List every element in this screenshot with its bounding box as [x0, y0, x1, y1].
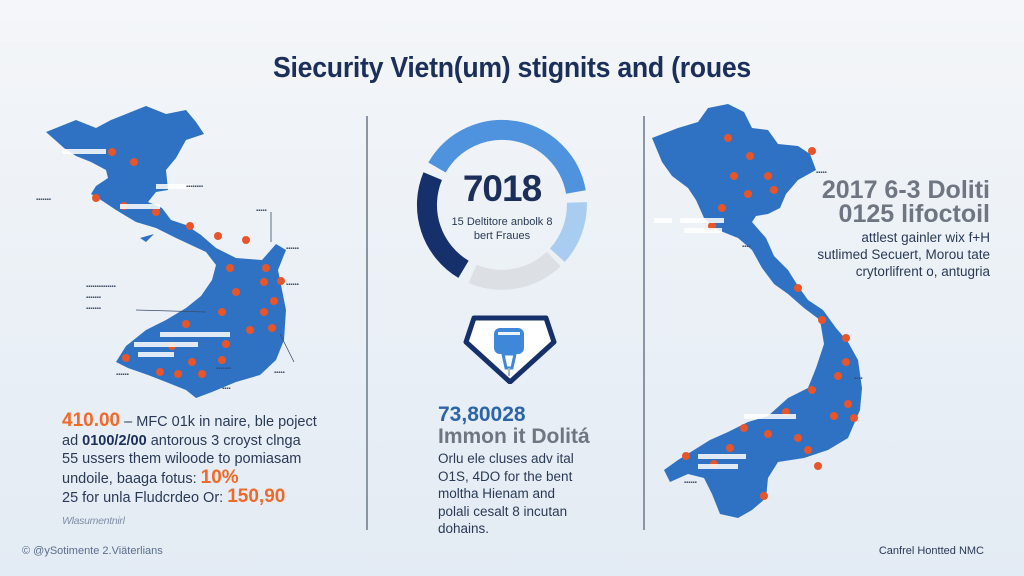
vietnam-map-left: ▪▪▪▪▪▪▪▪▪▪▪▪▪▪▪ ▪▪▪▪▪▪▪▪▪▪▪ ▪▪▪▪▪▪▪▪▪▪▪▪… [36, 100, 356, 400]
right-heading-2: 0125 lifoctoil [838, 200, 990, 228]
svg-text:▪▪▪▪▪▪▪: ▪▪▪▪▪▪▪ [216, 366, 231, 372]
svg-text:▪▪▪▪▪▪▪▪: ▪▪▪▪▪▪▪▪ [186, 184, 203, 190]
svg-text:▪▪▪▪▪▪: ▪▪▪▪▪▪ [286, 246, 299, 252]
svg-text:▪▪▪▪▪▪▪▪▪▪▪▪▪▪: ▪▪▪▪▪▪▪▪▪▪▪▪▪▪ [86, 284, 116, 290]
svg-text:▪▪▪▪▪: ▪▪▪▪▪ [274, 370, 285, 376]
donut-chart: 7018 15 Deltitore anbolk 8 bert Fraues [412, 115, 592, 295]
map-icon: ▪▪▪▪▪▪▪▪▪ ▪▪▪▪▪▪▪▪▪▪ [652, 104, 863, 518]
highlight-value-1: 410.00 [62, 410, 121, 431]
donut-value: 7018 [462, 168, 542, 209]
shield-lock-icon [460, 312, 560, 389]
highlight-value-2: 150,90 [227, 486, 286, 507]
svg-text:▪▪▪▪▪▪: ▪▪▪▪▪▪ [116, 372, 129, 378]
svg-text:▪▪▪▪▪▪▪: ▪▪▪▪▪▪▪ [36, 197, 51, 203]
svg-text:▪▪▪▪: ▪▪▪▪ [742, 244, 751, 250]
center-stat-heading: Immon it Dolitá [438, 425, 590, 448]
right-stats-text: 2017 6-3 Doliti 0125 lifoctoil attlest g… [817, 176, 990, 280]
svg-text:▪▪▪▪▪▪: ▪▪▪▪▪▪ [286, 282, 299, 288]
vietnam-map-right: ▪▪▪▪▪▪▪▪▪ ▪▪▪▪▪▪▪▪▪▪ [648, 98, 938, 528]
donut-ring [416, 119, 587, 290]
right-heading-1: 2017 6-3 Doliti [821, 176, 990, 204]
footer-copyright: © @ySotimente 2.Viäterlians [22, 545, 163, 557]
divider-left [366, 116, 368, 530]
svg-text:▪▪▪▪▪: ▪▪▪▪▪ [816, 170, 827, 176]
divider-right [643, 116, 645, 530]
svg-text:▪▪▪▪▪▪▪: ▪▪▪▪▪▪▪ [86, 306, 101, 312]
svg-text:▪▪▪▪: ▪▪▪▪ [222, 386, 231, 392]
svg-text:▪▪▪▪▪▪▪: ▪▪▪▪▪▪▪ [86, 295, 101, 301]
svg-text:▪▪▪▪▪: ▪▪▪▪▪ [256, 208, 267, 214]
svg-text:▪▪▪▪: ▪▪▪▪ [854, 376, 863, 382]
svg-text:▪▪▪▪▪▪: ▪▪▪▪▪▪ [684, 480, 697, 486]
center-stats-text: 73,80028 Immon it Dolitá Orlu ele cluses… [438, 404, 608, 538]
map-icon: ▪▪▪▪▪▪▪▪▪▪▪▪▪▪▪ ▪▪▪▪▪▪▪▪▪▪▪ ▪▪▪▪▪▪▪▪▪▪▪▪… [36, 106, 299, 398]
source-note: Wlasumentnirl [62, 514, 125, 527]
donut-caption-1: 15 Deltitore anbolk 8 [451, 216, 553, 228]
highlight-percent: 10% [200, 466, 239, 488]
footer-credit: Canfrel Hontted NMC [878, 545, 984, 557]
page-title: Siecurity Vietn(um) stignits and (roues [273, 52, 751, 84]
left-stats-text: 410.00 – MFC 01k in naire, ble poject ad… [62, 410, 352, 530]
center-stat-number: 73,80028 [438, 403, 526, 426]
bold-value: 0100/2/00 [82, 432, 147, 449]
donut-caption-2: bert Fraues [473, 230, 531, 242]
